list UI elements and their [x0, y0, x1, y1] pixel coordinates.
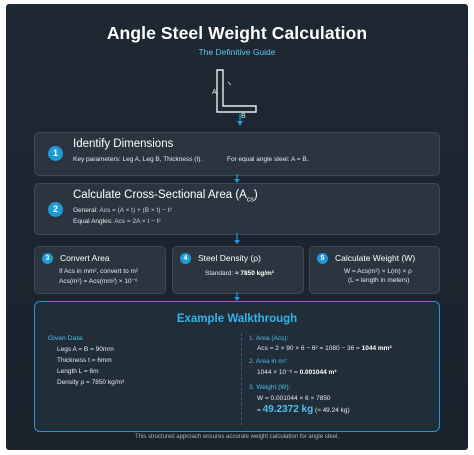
convert-step-heading: 2. Area in m²:	[249, 358, 288, 365]
step-description: If Acs in mm², convert to m²	[59, 268, 139, 275]
footer-note: This structured approach ensures accurat…	[134, 434, 340, 440]
weight-formula: W = Acs(m²) × L(m) × ρ	[344, 268, 412, 275]
weight-step-heading: 3. Weight (W):	[249, 384, 291, 391]
step-number-badge: 5	[317, 253, 328, 264]
given-item: Length L = 6m	[57, 368, 99, 375]
area-step-heading: 1. Area (Acs):	[249, 335, 289, 342]
given-data-heading: Given Data:	[48, 335, 84, 342]
convert-step-calc: 1044 × 10⁻⁶ = 0.001044 m²	[257, 369, 337, 376]
step-number-badge: 3	[42, 253, 53, 264]
area-step-calc: Acs = 2 × 90 × 6 − 6² = 1080 − 36 = 1044…	[257, 345, 392, 352]
step-number-badge: 4	[180, 253, 191, 264]
angle-profile-outline	[216, 69, 257, 113]
given-item: Legs A = B = 90mm	[57, 346, 114, 353]
page-title: Angle Steel Weight Calculation	[106, 23, 368, 43]
step-title: Steel Density (ρ)	[198, 253, 261, 263]
step-title: Identify Dimensions	[73, 138, 174, 150]
step-title: Calculate Cross-Sectional Area (Acs)	[73, 189, 258, 204]
step-number-badge: 1	[48, 146, 63, 161]
example-title: Example Walkthrough	[176, 313, 298, 325]
angle-steel-diagram: A B	[212, 69, 257, 126]
step-connector	[234, 292, 240, 301]
diagram-connector-arrow	[237, 121, 243, 126]
page-subtitle: The Definitive Guide	[198, 47, 276, 57]
weight-step-calc: W = 0.001044 × 6 × 7850	[257, 395, 331, 402]
length-note: (L = length in meters)	[348, 277, 410, 284]
step-card-cross-sectional-area: 2 Calculate Cross-Sectional Area (Acs) G…	[34, 183, 440, 235]
step-card-calculate-weight: 5 Calculate Weight (W) W = Acs(m²) × L(m…	[309, 246, 440, 294]
step-card-identify-dimensions: 1 Identify Dimensions Key parameters: Le…	[34, 132, 440, 176]
weight-step-result: = 49.2372 kg (≈ 49.24 kg)	[257, 404, 350, 415]
diagram-canvas: Angle Steel Weight Calculation The Defin…	[6, 4, 468, 450]
thickness-marker	[227, 81, 232, 86]
step-connector	[234, 233, 240, 244]
step-card-convert-area: 3 Convert Area If Acs in mm², convert to…	[34, 246, 166, 294]
step-title: Convert Area	[60, 253, 110, 263]
example-divider	[241, 333, 242, 425]
example-walkthrough-panel: Example Walkthrough Given Data: Legs A =…	[34, 301, 440, 432]
general-formula: General: Acs = (A × t) + (B × t) − t²	[73, 207, 172, 214]
label-leg-a: A	[212, 89, 217, 96]
step-title: Calculate Weight (W)	[335, 253, 416, 263]
step-description-equal: For equal angle steel: A = B.	[227, 156, 309, 163]
given-item: Thickness t = 6mm	[57, 357, 112, 364]
step-card-steel-density: 4 Steel Density (ρ) Standard: ≈ 7850 kg/…	[172, 246, 304, 294]
density-value: Standard: ≈ 7850 kg/m³	[205, 270, 274, 277]
given-item: Density ρ = 7850 kg/m³	[57, 379, 125, 386]
label-leg-b: B	[241, 113, 246, 120]
step-description: Key parameters: Leg A, Leg B, Thickness …	[73, 156, 203, 163]
conversion-formula: Acs(m²) = Acs(mm²) × 10⁻⁶	[59, 278, 138, 285]
step-number-badge: 2	[48, 202, 63, 217]
equal-angle-formula: Equal Angles: Acs = 2A × t − t²	[73, 218, 161, 225]
step-connector	[234, 174, 240, 183]
